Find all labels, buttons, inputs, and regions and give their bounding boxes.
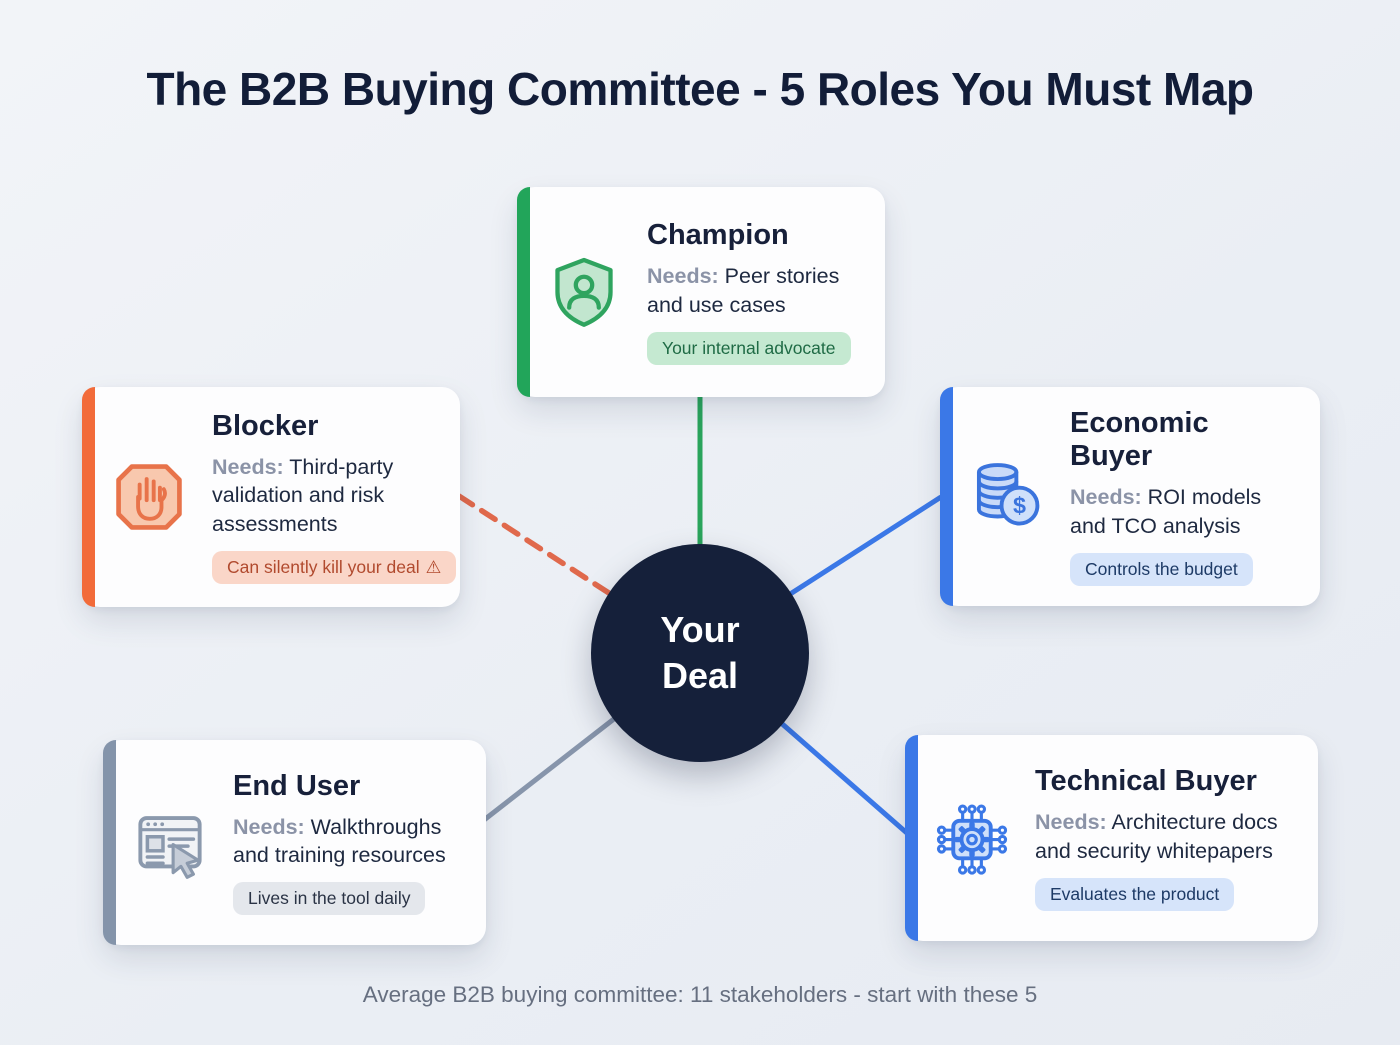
badge-champion: Your internal advocate xyxy=(647,331,851,365)
card-end-user: End User Needs: Walkthroughs and trainin… xyxy=(103,740,486,945)
card-technical-buyer: Technical Buyer Needs: Architecture docs… xyxy=(905,735,1318,941)
coins-dollar-icon: $ xyxy=(968,458,1046,536)
needs-text: Architecture docs and security whitepape… xyxy=(1035,810,1278,863)
needs-label: Needs: xyxy=(1035,810,1107,835)
card-champion: Champion Needs: Peer stories and use cas… xyxy=(517,187,885,397)
card-needs-end-user: Needs: Walkthroughs and training resourc… xyxy=(233,813,460,870)
stop-hand-icon xyxy=(110,458,188,536)
needs-text: Peer stories and use cases xyxy=(647,264,840,317)
needs-label: Needs: xyxy=(212,454,284,479)
browser-cursor-icon xyxy=(131,804,209,882)
card-needs-economic-buyer: Needs: ROI models and TCO analysis xyxy=(1070,483,1294,540)
deal-label-line2: Deal xyxy=(661,655,739,696)
connector-blocker xyxy=(456,493,703,655)
badge-blocker: Can silently kill your deal⚠ xyxy=(212,551,457,585)
needs-label: Needs: xyxy=(1070,485,1142,510)
chip-gear-icon xyxy=(933,799,1011,877)
needs-label: Needs: xyxy=(233,814,305,839)
card-needs-technical-buyer: Needs: Architecture docs and security wh… xyxy=(1035,808,1292,865)
badge-text: Can silently kill your deal xyxy=(227,557,420,578)
badge-end-user: Lives in the tool daily xyxy=(233,882,426,916)
footer-note: Average B2B buying committee: 11 stakeho… xyxy=(362,982,1038,1007)
needs-text: Walkthroughs and training resources xyxy=(233,814,446,867)
card-needs-champion: Needs: Peer stories and use cases xyxy=(647,262,859,319)
badge-technical-buyer: Evaluates the product xyxy=(1035,877,1235,911)
warning-icon: ⚠ xyxy=(425,557,442,578)
card-title-champion: Champion xyxy=(647,219,789,252)
central-deal-node: Your Deal xyxy=(591,544,809,762)
needs-label: Needs: xyxy=(647,264,719,289)
shield-user-icon xyxy=(545,253,623,331)
card-needs-blocker: Needs: Third-party validation and risk a… xyxy=(212,453,456,538)
needs-text: ROI models and TCO analysis xyxy=(1070,485,1262,538)
needs-text: Third-party validation and risk assessme… xyxy=(212,454,394,536)
badge-economic-buyer: Controls the budget xyxy=(1070,552,1253,586)
card-title-economic-buyer: Economic Buyer xyxy=(1070,407,1209,473)
card-title-blocker: Blocker xyxy=(212,409,319,442)
deal-label-line1: Your xyxy=(660,608,740,650)
card-economic-buyer: $ Economic Buyer Needs: ROI models and T… xyxy=(940,387,1320,606)
card-title-end-user: End User xyxy=(233,769,361,802)
card-title-technical-buyer: Technical Buyer xyxy=(1035,765,1257,798)
svg-text:$: $ xyxy=(1013,492,1026,518)
card-blocker: Blocker Needs: Third-party validation an… xyxy=(82,387,460,607)
page-title: The B2B Buying Committee - 5 Roles You M… xyxy=(146,63,1254,115)
